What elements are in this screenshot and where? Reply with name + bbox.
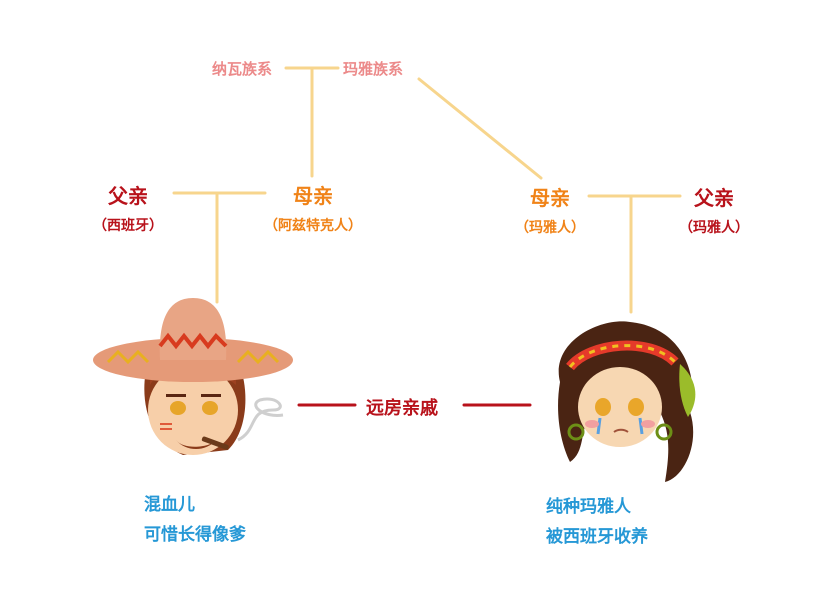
tears bbox=[596, 417, 644, 435]
left-father-title: 父亲 bbox=[108, 184, 148, 208]
face bbox=[148, 365, 238, 455]
beard bbox=[176, 440, 216, 449]
left-description: 混血儿 可惜长得像爹 bbox=[144, 490, 246, 550]
relation-label: 远房亲戚 bbox=[366, 398, 438, 419]
cheek-mark bbox=[160, 423, 172, 425]
sombrero-band bbox=[158, 332, 228, 350]
right-mother-sub: （玛雅人） bbox=[515, 220, 585, 236]
right-description-line1: 纯种玛雅人 bbox=[546, 497, 631, 517]
left-eye bbox=[595, 398, 611, 416]
tribe-maya: 玛雅族系 bbox=[343, 60, 404, 78]
right-eye bbox=[628, 398, 644, 416]
right-father: 父亲 （玛雅人） bbox=[672, 182, 756, 237]
tribe-nahua: 纳瓦族系 bbox=[212, 60, 273, 78]
earring-right bbox=[655, 423, 673, 441]
cigar-smoke bbox=[237, 397, 284, 442]
cheek bbox=[641, 420, 655, 428]
sombrero-brim-pattern bbox=[106, 349, 280, 365]
left-eyebrow bbox=[166, 394, 186, 397]
right-father-title: 父亲 bbox=[694, 186, 734, 210]
left-father-sub: （西班牙） bbox=[93, 218, 163, 234]
cheek bbox=[585, 420, 599, 428]
headband bbox=[566, 340, 679, 371]
left-eye bbox=[170, 401, 186, 415]
tribe-to-right-mother bbox=[417, 77, 543, 180]
mestizo-character-illustration bbox=[93, 298, 293, 455]
cigar bbox=[201, 436, 229, 450]
mouth bbox=[613, 428, 629, 433]
left-father: 父亲 （西班牙） bbox=[86, 180, 170, 235]
cheek-mark bbox=[160, 428, 172, 430]
right-father-sub: （玛雅人） bbox=[679, 220, 749, 236]
right-description-line2: 被西班牙收养 bbox=[546, 527, 648, 547]
right-description: 纯种玛雅人 被西班牙收养 bbox=[546, 492, 648, 552]
maya-character-illustration bbox=[558, 321, 696, 482]
left-description-line2: 可惜长得像爹 bbox=[144, 525, 246, 545]
sombrero-crown bbox=[159, 298, 227, 360]
face bbox=[578, 367, 662, 447]
feather bbox=[679, 364, 696, 417]
right-mother: 母亲 （玛雅人） bbox=[508, 182, 592, 237]
right-eye bbox=[202, 401, 218, 415]
right-eyebrow bbox=[201, 394, 221, 397]
left-mother-sub: （阿兹特克人） bbox=[264, 218, 362, 234]
left-mother: 母亲 （阿兹特克人） bbox=[254, 180, 372, 235]
left-mother-title: 母亲 bbox=[293, 184, 333, 208]
earring-left bbox=[567, 423, 585, 441]
left-description-line1: 混血儿 bbox=[144, 495, 195, 515]
right-mother-title: 母亲 bbox=[530, 186, 570, 210]
